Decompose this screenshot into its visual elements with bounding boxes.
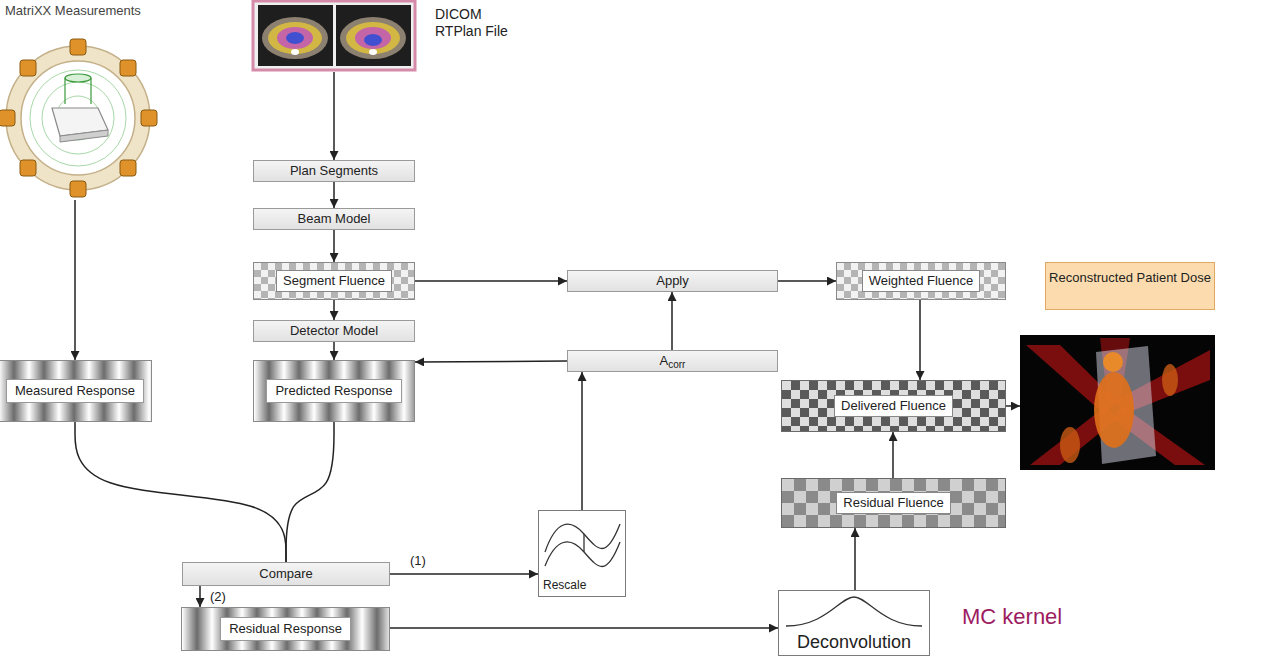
connector [390,573,538,575]
node-text: DICOM RTPlan File [435,6,523,40]
node-text: Delivered Fluence [834,395,953,417]
dose-result: Reconstructed Patient Dose [1020,262,1215,470]
connector [199,586,201,607]
connector [1006,405,1020,407]
kernel-plot [786,597,922,626]
connector [333,230,335,262]
node-text: Apply [656,273,689,289]
ct-plan-image [253,1,415,70]
plan-file-image: DICOM RTPlan File [253,0,523,72]
connector [415,280,567,282]
connector [333,182,335,208]
node-text: Compare [259,566,312,582]
node-text: Rescale [543,577,586,593]
gantry-illustration [0,39,157,197]
plot-box: Deconvolution [778,590,930,656]
process-box: Acorr [567,350,778,372]
connector [671,292,673,350]
process-box: Beam Model [253,208,415,230]
node-text: Beam Model [298,211,371,227]
node-text: Residual Fluence [836,492,950,514]
plot-box: Rescale [538,510,626,597]
node-text: Deconvolution [797,632,911,653]
fluence-map: Residual Fluence [781,478,1006,528]
process-box: Detector Model [253,320,415,342]
process-box: Compare [182,562,390,586]
node-text: Residual Response [220,617,351,641]
node-text: Segment Fluence [276,270,392,292]
edge-label: (1) [408,553,428,569]
connector [74,200,76,360]
response-map: Residual Response [181,607,390,651]
connector [892,432,894,478]
connector [390,627,778,629]
node-text: corr [668,357,685,373]
fluence-map: Weighted Fluence [836,262,1006,300]
measurement-illustration: MatriXX Measurements [0,0,158,200]
connector [581,372,583,510]
fluence-map: Segment Fluence [253,262,415,300]
process-box: Apply [567,270,778,292]
process-box: Plan Segments [253,160,415,182]
annotation-label: MC kernel [962,604,1062,630]
node-text: Detector Model [290,323,378,339]
node-text: Predicted Response [266,379,401,403]
dose-image [1020,335,1215,470]
connector [919,300,921,380]
node-text: A [660,353,669,369]
connector [854,528,856,590]
connector [286,422,334,562]
response-map: Predicted Response [253,360,415,422]
node-text: Measured Response [6,379,144,403]
edge-label: (2) [208,589,228,605]
fluence-map: Delivered Fluence [781,380,1006,432]
connector [333,342,335,360]
connector [415,361,567,362]
rescale-plot [545,524,620,567]
connector [778,280,836,282]
node-text: Weighted Fluence [862,270,981,292]
node-text: Reconstructed Patient Dose [1045,262,1215,310]
node-text: MatriXX Measurements [5,3,141,19]
connector [333,300,335,320]
node-text: Plan Segments [290,163,378,179]
response-map: Measured Response [0,360,152,422]
connector [75,422,286,562]
connector [333,72,335,160]
